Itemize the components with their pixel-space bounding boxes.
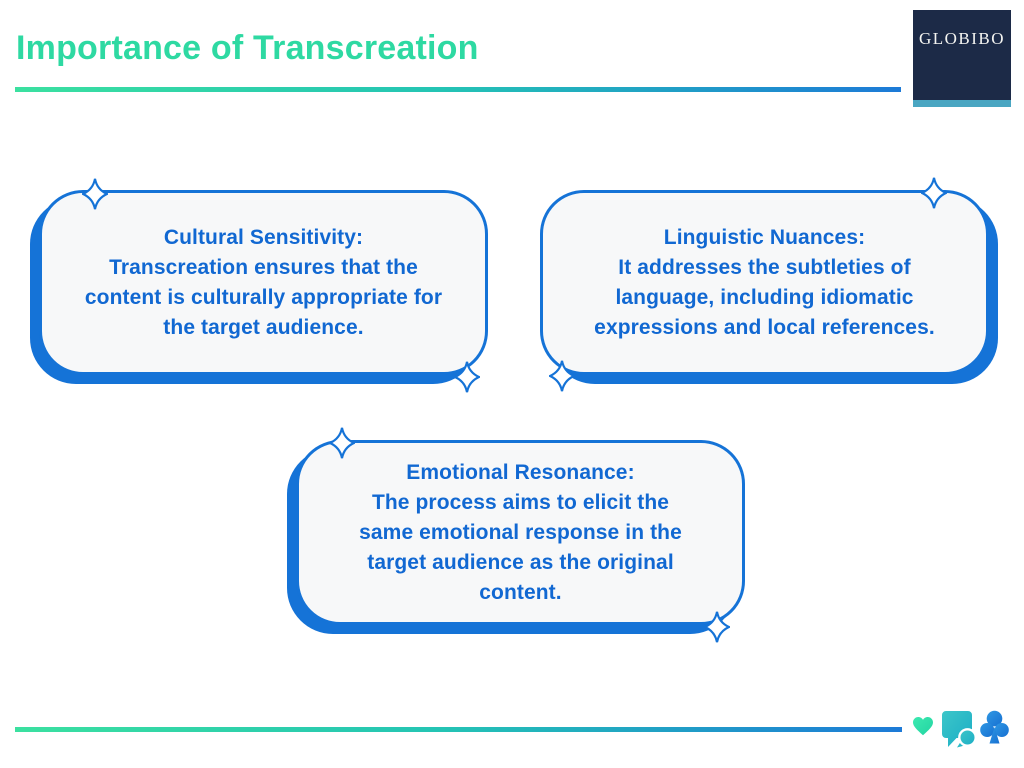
logo-text: GLOBIBO: [918, 29, 1006, 48]
title-underline: [15, 87, 901, 92]
card-heading: Linguistic Nuances:: [663, 225, 866, 249]
card-heading: Cultural Sensitivity:: [163, 225, 364, 249]
sparkle-icon: [919, 176, 949, 215]
sparkle-icon: [547, 359, 577, 398]
card-text: Emotional Resonance: The process aims to…: [345, 458, 696, 608]
card-body: Transcreation ensures that the content i…: [84, 255, 443, 339]
sparkle-icon: [80, 177, 110, 216]
heart-icon: [912, 716, 934, 741]
club-icon: [980, 710, 1009, 750]
card-cultural-sensitivity: Cultural Sensitivity: Transcreation ensu…: [30, 178, 488, 393]
card-text: Cultural Sensitivity: Transcreation ensu…: [71, 223, 456, 343]
card-emotional-resonance: Emotional Resonance: The process aims to…: [287, 427, 745, 643]
globibo-logo: GLOBIBO: [913, 10, 1011, 107]
card-heading: Emotional Resonance:: [406, 460, 635, 484]
logo-accent-bar: [913, 100, 1011, 107]
sparkle-icon: [452, 360, 482, 399]
card-linguistic-nuances: Linguistic Nuances: It addresses the sub…: [540, 177, 998, 392]
card-body: The process aims to elicit the same emot…: [359, 490, 682, 604]
card-surface: Linguistic Nuances: It addresses the sub…: [540, 190, 989, 375]
sparkle-icon: [702, 610, 732, 649]
card-surface: Emotional Resonance: The process aims to…: [296, 440, 745, 625]
footer-divider: [15, 727, 902, 732]
page-title: Importance of Transcreation: [16, 29, 479, 67]
card-text: Linguistic Nuances: It addresses the sub…: [580, 223, 949, 343]
card-body: It addresses the subtleties of language,…: [594, 255, 935, 339]
chat-bubble-icon: [941, 710, 978, 754]
sparkle-icon: [327, 426, 357, 465]
card-surface: Cultural Sensitivity: Transcreation ensu…: [39, 190, 488, 375]
